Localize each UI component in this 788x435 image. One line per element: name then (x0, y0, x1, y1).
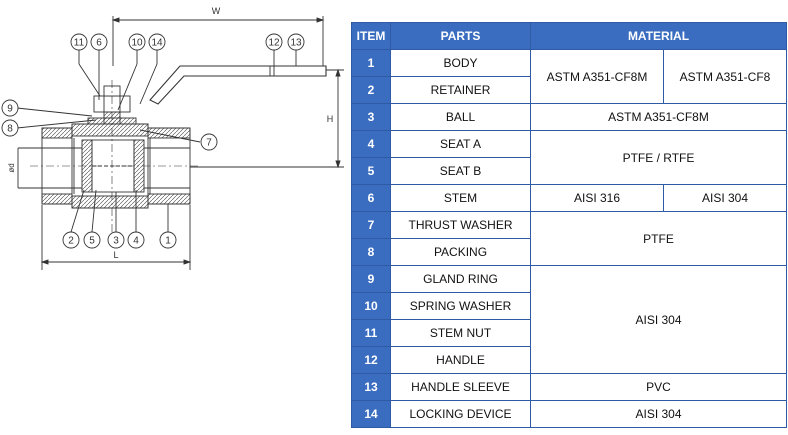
part-name: GLAND RING (390, 265, 531, 293)
material-cell: PTFE / RTFE (530, 130, 787, 185)
callout-circle (287, 33, 305, 51)
callout-number: 5 (89, 236, 95, 247)
item-number: 3 (351, 103, 391, 131)
part-name: SPRING WASHER (390, 292, 531, 320)
part-name: HANDLE SLEEVE (390, 373, 531, 401)
callout-number: 8 (7, 124, 13, 135)
material-cell: AISI 316 (530, 184, 664, 212)
part-name: PACKING (390, 238, 531, 266)
table-header-row: ITEM PARTS MATERIAL (351, 22, 787, 50)
material-cell: ASTM A351-CF8M (530, 49, 664, 104)
part-name: HANDLE (390, 346, 531, 374)
callout-number: 2 (68, 236, 74, 247)
callout-number: 9 (7, 104, 13, 115)
callout-number: 10 (131, 38, 143, 49)
part-name: RETAINER (390, 76, 531, 104)
callout-circle (90, 33, 108, 51)
part-name: STEM NUT (390, 319, 531, 347)
material-cell: ASTM A351-CF8M (530, 103, 787, 131)
table-row: 8 PACKING (351, 238, 787, 266)
item-number: 14 (351, 400, 391, 428)
part-name: THRUST WASHER (390, 211, 531, 239)
table-row: 2 RETAINER (351, 76, 787, 104)
callout-number: 1 (165, 236, 171, 247)
item-number: 4 (351, 130, 391, 158)
table-row: 4 SEAT A PTFE / RTFE (351, 130, 787, 185)
item-number: 7 (351, 211, 391, 239)
table-row: 11 STEM NUT (351, 319, 787, 347)
material-cell: ASTM A351-CF8 (663, 49, 787, 104)
table-row: 6 STEM AISI 316 AISI 304 (351, 184, 787, 212)
table-row: 1 BODY ASTM A351-CF8M ASTM A351-CF8 (351, 49, 787, 104)
parts-table: ITEM PARTS MATERIAL 1 BODY ASTM A351-CF8… (351, 22, 787, 428)
callout-circle (127, 231, 145, 249)
item-number: 5 (351, 157, 391, 185)
callout-circle (1, 119, 19, 137)
part-name: SEAT B (390, 157, 531, 185)
table-row: 12 HANDLE (351, 346, 787, 374)
callout-number: 14 (151, 38, 163, 49)
callout-circle (107, 231, 125, 249)
callout-circle (148, 33, 166, 51)
item-number: 10 (351, 292, 391, 320)
callout-circle (62, 231, 80, 249)
table-row: 13 HANDLE SLEEVE PVC (351, 373, 787, 401)
item-number: 13 (351, 373, 391, 401)
part-name: BODY (390, 49, 531, 77)
callout-number: 4 (133, 236, 139, 247)
part-name: SEAT A (390, 130, 531, 158)
material-cell: PTFE (530, 211, 787, 266)
table-row: 9 GLAND RING AISI 304 (351, 265, 787, 374)
material-cell: AISI 304 (663, 184, 787, 212)
material-cell: AISI 304 (530, 265, 787, 374)
item-number: 6 (351, 184, 391, 212)
callout-circle (83, 231, 101, 249)
callout-group: 11 6 10 14 12 13 9 8 7 2 5 3 4 1 (1, 33, 305, 249)
table-row: 14 LOCKING DEVICE AISI 304 (351, 400, 787, 428)
part-name: BALL (390, 103, 531, 131)
item-number: 2 (351, 76, 391, 104)
callout-number: 6 (96, 38, 102, 49)
table-row: 7 THRUST WASHER PTFE (351, 211, 787, 266)
header-item: ITEM (351, 22, 391, 50)
callout-number: 13 (290, 38, 302, 49)
dim-h-label: H (327, 114, 334, 124)
callout-circle (1, 99, 19, 117)
dim-l-label: L (113, 250, 118, 260)
material-cell: PVC (530, 373, 787, 401)
callout-circle (159, 231, 177, 249)
item-number: 12 (351, 346, 391, 374)
callout-circle (265, 33, 283, 51)
callout-number: 3 (113, 236, 119, 247)
valve-drawing: W H L ød 11 6 10 14 12 13 9 8 7 2 5 3 4 1 (1, 6, 344, 270)
callout-number: 12 (268, 38, 280, 49)
header-material: MATERIAL (530, 22, 787, 50)
callout-circle (70, 33, 88, 51)
item-number: 9 (351, 265, 391, 293)
table-row: 3 BALL ASTM A351-CF8M (351, 103, 787, 131)
item-number: 1 (351, 49, 391, 77)
callout-number: 7 (206, 138, 212, 149)
callout-circle (128, 33, 146, 51)
dim-w-label: W (212, 6, 221, 16)
table-row: 5 SEAT B (351, 157, 787, 185)
part-name: LOCKING DEVICE (390, 400, 531, 428)
callout-circle (200, 133, 218, 151)
item-number: 11 (351, 319, 391, 347)
callout-number: 11 (74, 38, 85, 49)
part-name: STEM (390, 184, 531, 212)
item-number: 8 (351, 238, 391, 266)
header-parts: PARTS (390, 22, 531, 50)
dim-d-label: ød (7, 163, 16, 172)
material-cell: AISI 304 (530, 400, 787, 428)
